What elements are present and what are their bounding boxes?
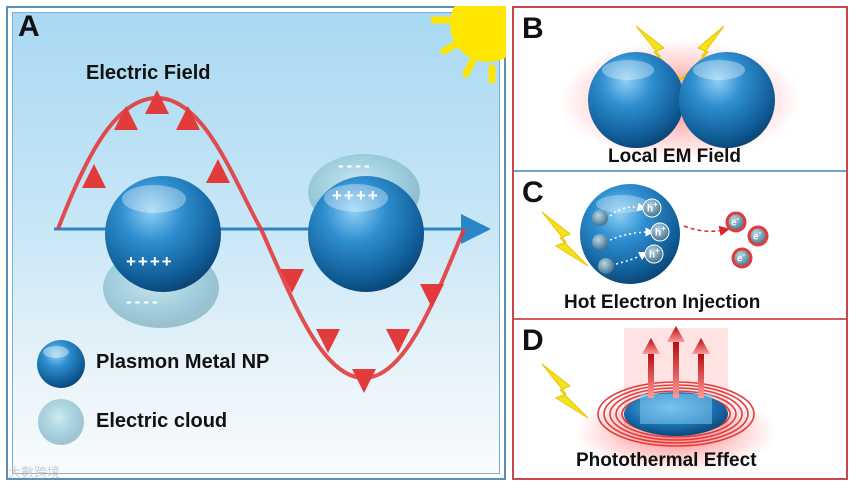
electron-label-2: e- xyxy=(753,227,761,242)
metal-np-sphere-icon xyxy=(37,340,85,388)
legend-label-electric-cloud: Electric cloud xyxy=(96,410,227,433)
electric-cloud-sphere-icon xyxy=(38,399,84,445)
panel-d-letter: D xyxy=(522,324,544,358)
hole-label-3: h+ xyxy=(649,245,660,260)
panel-c-letter: C xyxy=(522,176,544,210)
panel-b: B Local EM Field xyxy=(514,8,846,172)
injection-arrow xyxy=(684,226,724,231)
lightning-icon xyxy=(542,364,588,418)
electron-label-1: e- xyxy=(731,213,739,228)
sun-icon xyxy=(434,6,506,80)
panel-c-caption: Hot Electron Injection xyxy=(564,292,760,314)
hole-label-1: h+ xyxy=(647,199,658,214)
electron-label-3: e- xyxy=(737,249,745,264)
panel-a-diagram xyxy=(6,6,506,480)
hole-label-2: h+ xyxy=(655,223,666,238)
panel-a: A Electric Field ++++ ---- ---- ++++ Pla… xyxy=(6,6,506,480)
panel-b-letter: B xyxy=(522,12,544,46)
electric-field-label: Electric Field xyxy=(86,62,211,85)
charge-minus-left: ---- xyxy=(126,292,161,312)
panel-c: C h+ h+ h+ e- e- e- Hot Electron Injecti… xyxy=(514,174,846,320)
charge-plus-right: ++++ xyxy=(332,186,380,206)
watermark: 大數跨境 xyxy=(8,462,60,481)
panel-d-caption: Photothermal Effect xyxy=(576,450,757,472)
charge-minus-right: ---- xyxy=(338,156,373,176)
panel-d: D Photothermal Effect xyxy=(514,322,846,478)
panel-b-caption: Local EM Field xyxy=(608,146,741,168)
panel-a-letter: A xyxy=(18,10,40,44)
charge-plus-left: ++++ xyxy=(126,252,174,272)
legend-label-metal-np: Plasmon Metal NP xyxy=(96,351,269,374)
